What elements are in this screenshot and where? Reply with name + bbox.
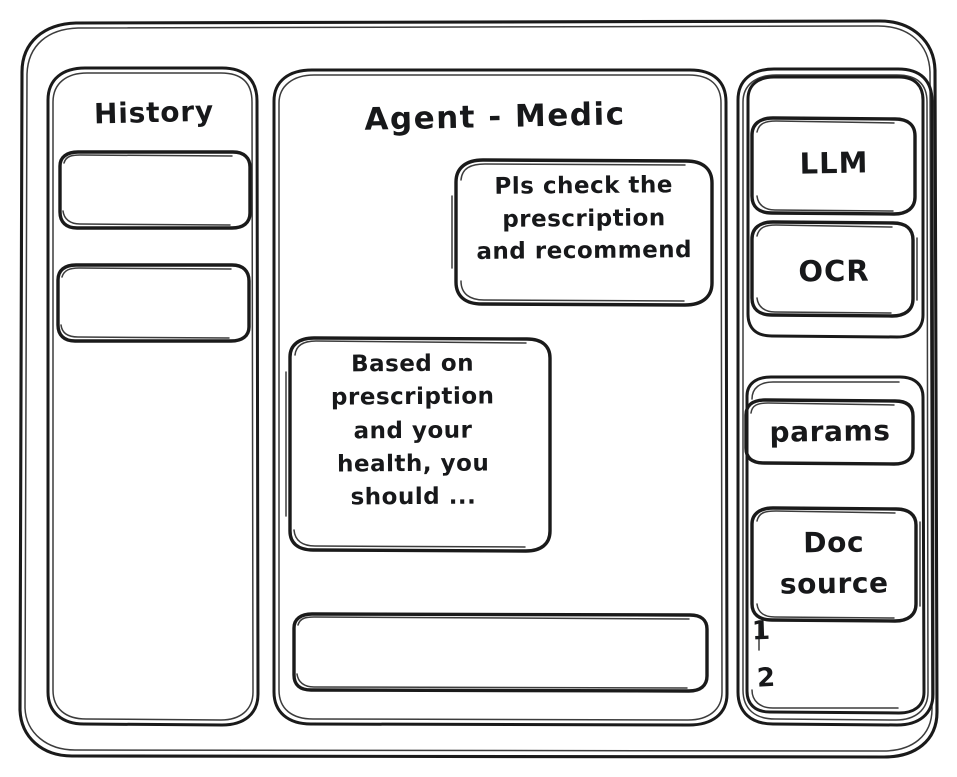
agent-message-text: Based on prescription and your health, y… — [330, 350, 495, 511]
history-item-1-frame[interactable] — [58, 150, 252, 230]
tool-llm-label[interactable]: LLM — [799, 145, 869, 181]
tools-models-group-frame — [746, 75, 925, 339]
user-message-text: Pls check the prescription and recommend — [476, 172, 693, 266]
history-panel-title: History — [93, 94, 215, 131]
tool-params-label[interactable]: params — [769, 414, 891, 449]
window-frame — [18, 19, 939, 759]
doc-source-box-frame[interactable] — [750, 506, 921, 623]
tools-resources-group-frame — [745, 375, 926, 715]
user-message-bubble-frame — [451, 158, 714, 307]
doc-source-label[interactable]: Doc source — [779, 525, 889, 601]
tools-panel-frame — [736, 67, 935, 727]
tool-llm-button-frame[interactable] — [747, 116, 917, 216]
tool-params-button-frame[interactable] — [744, 398, 915, 466]
main-panel-frame — [272, 68, 729, 727]
history-panel-frame — [46, 66, 260, 727]
doc-source-list-item-2[interactable]: 2 — [756, 662, 777, 694]
tool-ocr-button-frame[interactable] — [750, 220, 918, 318]
history-item-2-frame[interactable] — [56, 263, 251, 343]
doc-source-list-item-1[interactable]: 1 — [751, 615, 772, 647]
tool-ocr-label[interactable]: OCR — [798, 253, 870, 289]
composer-input-frame[interactable] — [292, 612, 709, 693]
agent-message-bubble-frame — [285, 336, 552, 553]
